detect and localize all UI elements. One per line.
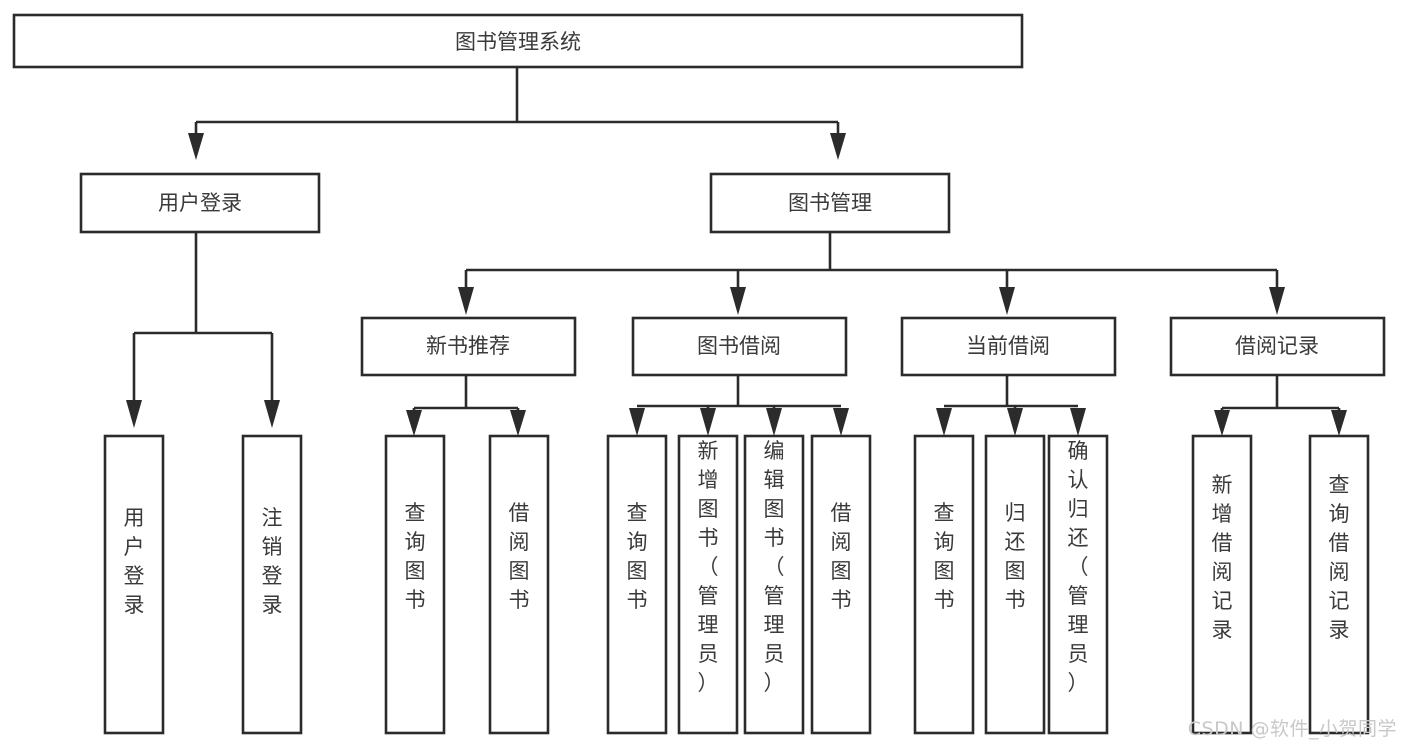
node-book-borrow-box[interactable] [631, 316, 848, 377]
node-root-box[interactable] [12, 13, 1024, 69]
node-borrow-record-label: 借阅记录 [1235, 334, 1319, 358]
arrow-icon-book-borrow-leaf-2 [700, 408, 716, 436]
node-current-borrow-box[interactable] [900, 316, 1117, 377]
arrow-icon-borrow-record-leaf-2 [1331, 410, 1347, 436]
node-book-management-label: 图书管理 [788, 191, 872, 215]
node-book-management-box[interactable] [709, 172, 951, 234]
watermark: CSDN @软件_小贺同学 [1187, 718, 1397, 740]
node-leaf-user-login-1[interactable]: 用户登录 [103, 434, 165, 735]
node-leaf-book-borrow-4[interactable]: 借阅图书 [810, 434, 872, 735]
arrow-icon-book-borrow-leaf-1 [629, 408, 645, 436]
node-book-management[interactable]: 图书管理 [709, 172, 951, 234]
node-leaf-current-borrow-2[interactable]: 归还图书 [984, 434, 1046, 735]
node-leaf-borrow-record-2-box[interactable] [1308, 434, 1370, 735]
node-leaf-new-book-2-box[interactable] [488, 434, 550, 735]
connector-group-new-book [406, 375, 526, 436]
arrow-icon-new-book-leaf-2 [510, 410, 526, 436]
node-leaf-borrow-record-2[interactable]: 查询借阅记录 [1308, 434, 1370, 735]
node-root-label: 图书管理系统 [455, 30, 581, 54]
connector-group-book-borrow [629, 375, 849, 436]
node-leaf-current-borrow-1-label: 查询图书 [934, 501, 955, 612]
node-leaf-current-borrow-2-label: 归还图书 [1005, 501, 1026, 612]
node-leaf-user-login-1-label: 用户登录 [124, 506, 145, 617]
node-borrow-record[interactable]: 借阅记录 [1169, 316, 1386, 377]
node-leaf-book-borrow-1-box[interactable] [606, 434, 668, 735]
node-leaf-book-borrow-2-box[interactable] [677, 434, 739, 735]
node-leaf-current-borrow-3[interactable]: 确认归还（管理员） [1047, 434, 1109, 735]
node-new-book-recommend[interactable]: 新书推荐 [360, 316, 577, 377]
node-leaf-user-login-2-label: 注销登录 [262, 506, 283, 617]
node-borrow-record-box[interactable] [1169, 316, 1386, 377]
arrow-icon-user-login-leaf-2 [264, 400, 280, 428]
node-new-book-recommend-label: 新书推荐 [426, 334, 510, 358]
node-leaf-borrow-record-2-label: 查询借阅记录 [1329, 473, 1350, 642]
node-leaf-new-book-2-label: 借阅图书 [509, 501, 530, 612]
node-leaf-borrow-record-1-label: 新增借阅记录 [1212, 473, 1233, 642]
node-current-borrow-label: 当前借阅 [966, 334, 1050, 358]
arrow-icon-current-borrow-leaf-3 [1070, 408, 1086, 436]
arrow-icon-book-mgmt-child-4 [1269, 287, 1285, 315]
node-leaf-user-login-2-box[interactable] [241, 434, 303, 735]
node-leaf-book-borrow-3[interactable]: 编辑图书（管理员） [743, 434, 805, 735]
node-leaf-current-borrow-1[interactable]: 查询图书 [913, 434, 975, 735]
node-book-borrow-label: 图书借阅 [697, 334, 781, 358]
node-leaf-book-borrow-1[interactable]: 查询图书 [606, 434, 668, 735]
node-leaf-current-borrow-3-box[interactable] [1047, 434, 1109, 735]
node-leaf-new-book-1-box[interactable] [384, 434, 446, 735]
node-current-borrow[interactable]: 当前借阅 [900, 316, 1117, 377]
arrow-icon-book-mgmt-child-3 [999, 287, 1015, 315]
connector-group-user-login [126, 232, 280, 428]
connector-group-current-borrow [936, 375, 1086, 436]
arrow-icon-current-borrow-leaf-2 [1007, 408, 1023, 436]
arrow-icon-book-mgmt-child-2 [730, 287, 746, 315]
node-leaf-current-borrow-3-label: 确认归还（管理员） [1068, 439, 1089, 695]
connector-group-borrow-record [1214, 375, 1347, 436]
arrow-icon-user-login-leaf-1 [126, 400, 142, 428]
node-user-login[interactable]: 用户登录 [79, 172, 321, 234]
node-user-login-label: 用户登录 [158, 191, 242, 215]
node-book-borrow[interactable]: 图书借阅 [631, 316, 848, 377]
node-leaf-book-borrow-2[interactable]: 新增图书（管理员） [677, 434, 739, 735]
node-leaf-user-login-2[interactable]: 注销登录 [241, 434, 303, 735]
node-leaf-borrow-record-1-box[interactable] [1191, 434, 1253, 735]
node-leaf-new-book-1[interactable]: 查询图书 [384, 434, 446, 735]
node-leaf-current-borrow-1-box[interactable] [913, 434, 975, 735]
node-leaf-current-borrow-2-box[interactable] [984, 434, 1046, 735]
arrow-icon-new-book-leaf-1 [406, 410, 422, 436]
node-leaf-book-borrow-3-label: 编辑图书（管理员） [764, 439, 785, 695]
arrow-icon-root-book-mgmt [830, 133, 846, 160]
node-leaf-new-book-2[interactable]: 借阅图书 [488, 434, 550, 735]
node-leaf-book-borrow-4-label: 借阅图书 [831, 501, 852, 612]
node-root[interactable]: 图书管理系统 [12, 13, 1024, 69]
node-leaf-book-borrow-1-label: 查询图书 [627, 501, 648, 612]
node-leaf-book-borrow-3-box[interactable] [743, 434, 805, 735]
node-leaf-book-borrow-2-label: 新增图书（管理员） [698, 439, 719, 695]
arrow-icon-root-user-login [188, 133, 204, 160]
node-new-book-recommend-box[interactable] [360, 316, 577, 377]
arrow-icon-current-borrow-leaf-1 [936, 408, 952, 436]
arrow-icon-borrow-record-leaf-1 [1214, 410, 1230, 436]
arrow-icon-book-borrow-leaf-3 [766, 408, 782, 436]
arrow-icon-book-borrow-leaf-4 [833, 408, 849, 436]
node-user-login-box[interactable] [79, 172, 321, 234]
connector-group-root [188, 67, 846, 160]
node-leaf-new-book-1-label: 查询图书 [405, 501, 426, 612]
node-leaf-user-login-1-box[interactable] [103, 434, 165, 735]
connector-group-book-mgmt [458, 232, 1285, 315]
arrow-icon-book-mgmt-child-1 [458, 287, 474, 315]
node-leaf-borrow-record-1[interactable]: 新增借阅记录 [1191, 434, 1253, 735]
node-leaf-book-borrow-4-box[interactable] [810, 434, 872, 735]
